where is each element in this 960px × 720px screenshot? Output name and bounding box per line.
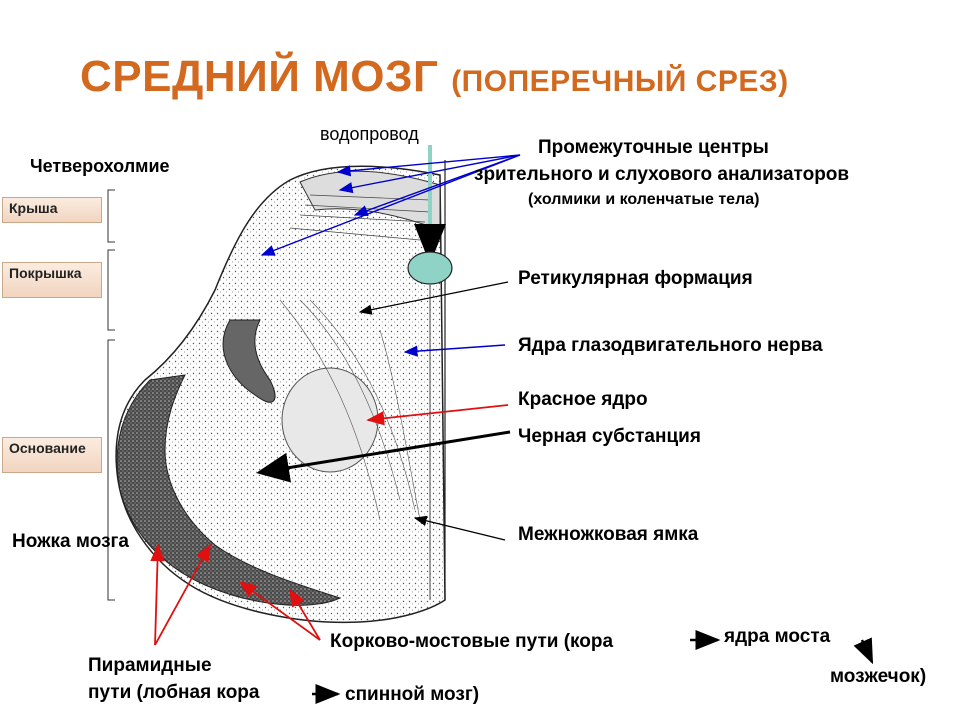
label-red-nucleus: Красное ядро bbox=[518, 389, 648, 410]
label-intermediate-centers-1: Промежуточные центры bbox=[538, 137, 769, 158]
label-intermediate-centers-2: зрительного и слухового анализаторов bbox=[474, 164, 850, 185]
label-interpeduncular: Межножковая ямка bbox=[518, 524, 699, 545]
page-title: СРЕДНИЙ МОЗГ (ПОПЕРЕЧНЫЙ СРЕЗ) bbox=[80, 52, 789, 102]
label-oculomotor: Ядра глазодвигательного нерва bbox=[518, 335, 823, 356]
section-tegmentum: Покрышка bbox=[2, 262, 102, 298]
substantia-nigra bbox=[222, 319, 276, 403]
label-quadrigemina: Четверохолмие bbox=[30, 156, 170, 176]
section-brackets bbox=[107, 189, 115, 601]
label-cerebellum: мозжечок) bbox=[830, 666, 927, 687]
cerebral-peduncle bbox=[116, 374, 342, 606]
label-pons-nuclei: ядра моста bbox=[724, 626, 831, 647]
label-pyramidal-2: пути (лобная кора bbox=[88, 682, 260, 703]
section-outline bbox=[115, 165, 446, 624]
label-corticopontine: Корково-мостовые пути (кора bbox=[330, 631, 614, 652]
label-pyramidal-1: Пирамидные bbox=[88, 655, 212, 676]
section-roof: Крыша bbox=[2, 197, 102, 223]
section-base: Основание bbox=[2, 437, 102, 473]
aqueduct-shape bbox=[407, 251, 453, 285]
label-spinal-cord: спинной мозг) bbox=[345, 684, 480, 705]
label-aqueduct: водопровод bbox=[320, 124, 419, 144]
title-main: СРЕДНИЙ МОЗГ bbox=[80, 52, 439, 101]
title-sub: (ПОПЕРЕЧНЫЙ СРЕЗ) bbox=[451, 65, 789, 98]
label-substantia-nigra: Черная субстанция bbox=[518, 426, 701, 447]
label-cerebral-peduncle: Ножка мозга bbox=[12, 531, 129, 552]
label-reticular: Ретикулярная формация bbox=[518, 268, 753, 289]
label-intermediate-centers-3: (холмики и коленчатые тела) bbox=[528, 191, 760, 208]
